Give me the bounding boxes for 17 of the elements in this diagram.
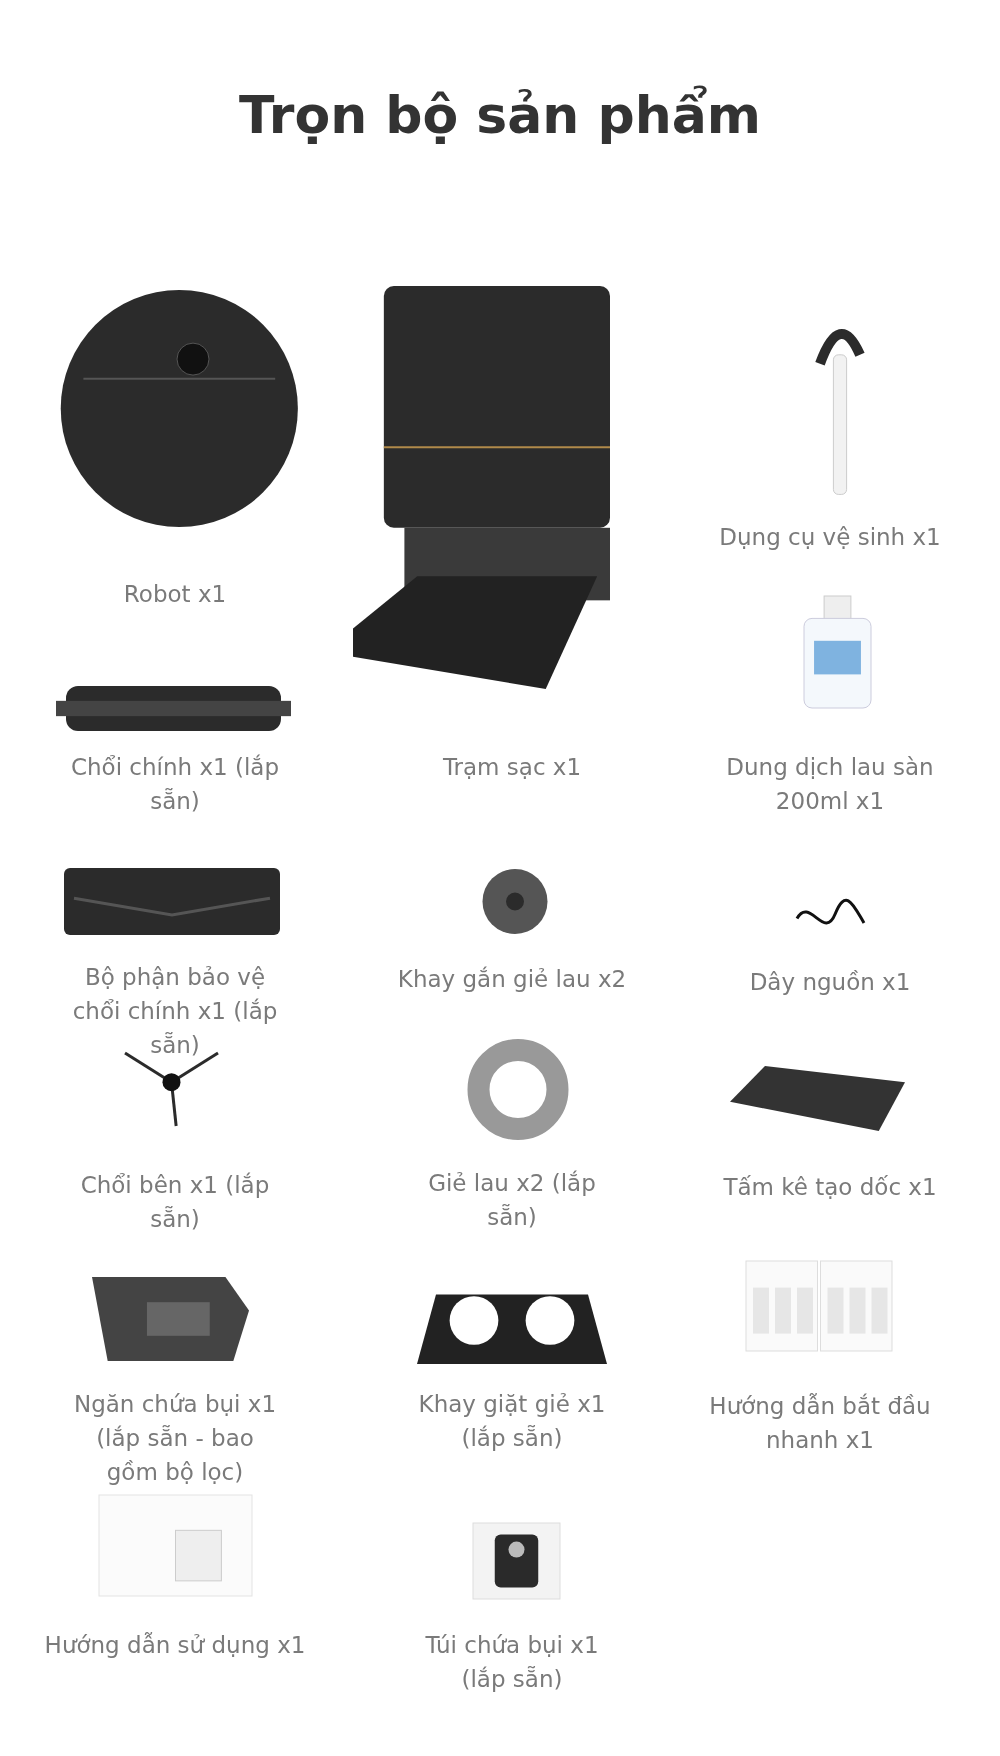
page-title: Trọn bộ sản phẩm — [238, 85, 762, 145]
item-caption: Khay gắn giẻ lau x2 — [396, 965, 628, 994]
item-caption: Hướng dẫn sử dụng x1 — [43, 1631, 307, 1660]
item-caption: Túi chứa bụi x1 (lắp sẵn) — [424, 1631, 600, 1694]
item-caption: Bộ phận bảo vệ chổi chính x1 (lắp sẵn) — [71, 963, 279, 1060]
item-caption: Tấm kê tạo dốc x1 — [722, 1173, 938, 1202]
item-caption: Giẻ lau x2 (lắp sẵn) — [427, 1169, 597, 1232]
item-caption: Dây nguồn x1 — [748, 968, 912, 997]
item-caption: Ngăn chứa bụi x1 (lắp sẵn - bao gồm bộ lọc) — [72, 1390, 278, 1487]
item-caption: Robot x1 — [122, 580, 228, 609]
item-caption: Khay giặt giẻ x1 (lắp sẵn) — [417, 1390, 607, 1453]
item-caption: Hướng dẫn bắt đầu nhanh x1 — [708, 1392, 932, 1455]
item-caption: Chổi bên x1 (lắp sẵn) — [79, 1171, 271, 1234]
item-caption: Dụng cụ vệ sinh x1 — [718, 523, 942, 552]
item-caption: Dung dịch lau sàn 200ml x1 — [725, 753, 935, 816]
item-caption: Trạm sạc x1 — [441, 753, 583, 782]
item-caption: Chổi chính x1 (lắp sẵn) — [69, 753, 281, 816]
